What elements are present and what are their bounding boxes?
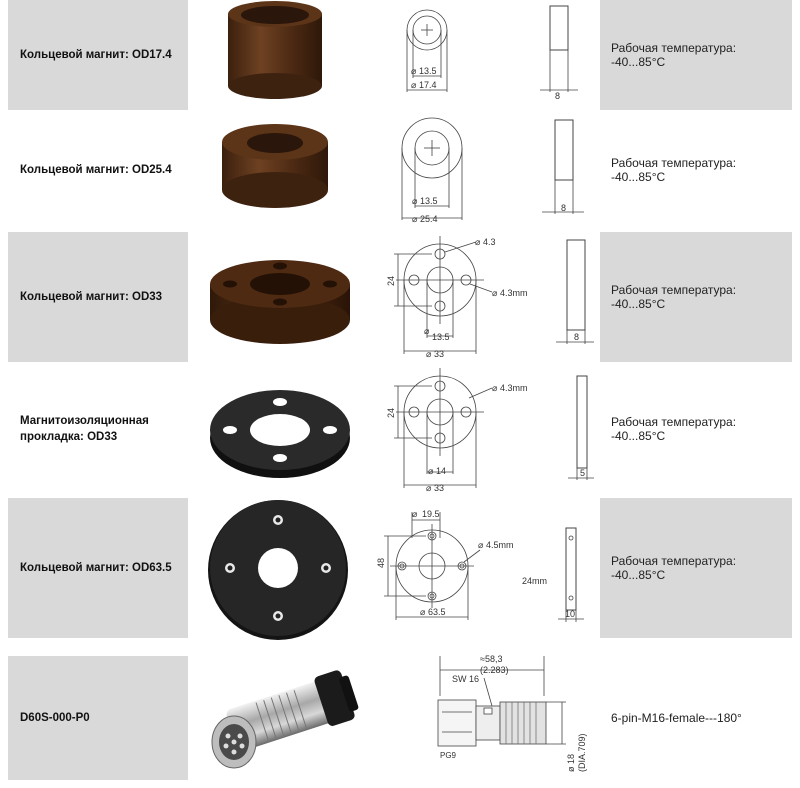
svg-text:19.5: 19.5 [422,509,440,519]
row-od33-spacer: Магнитоизоляционная прокладка: OD33 [0,364,800,494]
svg-text:8: 8 [555,91,560,101]
operating-temperature: Рабочая температура: -40...85°C [611,554,737,582]
svg-text:⌀: ⌀ [412,214,418,224]
ring-magnet-image [222,124,328,208]
product-name: Кольцевой магнит: OD17.4 [20,49,172,61]
operating-temperature: Рабочая температура: -40...85°C [611,415,737,443]
svg-text:⌀: ⌀ [424,326,430,336]
name-cell: Кольцевой магнит: OD25.4 [8,112,188,228]
svg-text:⌀: ⌀ [478,540,484,550]
product-photo [192,112,368,228]
ring-magnet-image [208,500,348,640]
ring-magnet-image [210,260,350,344]
svg-text:⌀: ⌀ [492,383,498,393]
svg-text:4.3: 4.3 [483,237,496,247]
dimension-drawing: ⌀19.5 ⌀4.5mm 48 ⌀63.5 24mm 10 [376,509,584,622]
dimension-drawing: ⌀13.5 ⌀25.4 8 [401,117,584,224]
svg-text:ø 18: ø 18 [566,754,576,772]
svg-text:33: 33 [434,349,444,359]
svg-text:8: 8 [561,203,566,213]
svg-text:4.5mm: 4.5mm [486,540,514,550]
product-name: Кольцевой магнит: OD63.5 [20,562,172,574]
name-cell: Кольцевой магнит: OD33 [8,232,188,362]
name-cell: D60S-000-P0 [8,656,188,780]
isolation-spacer-image [210,390,350,478]
svg-text:48: 48 [376,558,386,568]
name-cell: Магнитоизоляционная прокладка: OD33 [8,364,188,494]
operating-temperature: Рабочая температура: -40...85°C [611,156,737,184]
product-name: D60S-000-P0 [20,712,90,724]
product-photo [192,364,368,494]
product-photo [192,0,368,110]
operating-temperature: Рабочая температура: -40...85°C [611,283,737,311]
svg-text:33: 33 [434,483,444,493]
svg-text:63.5: 63.5 [428,607,446,617]
svg-text:10: 10 [565,609,575,619]
svg-text:⌀: ⌀ [412,196,418,206]
operating-temperature: Рабочая температура: -40...85°C [611,41,737,69]
svg-text:⌀: ⌀ [412,509,418,519]
dimension-drawing: ⌀4.3mm 24 ⌀14 ⌀33 5 [386,368,594,493]
technical-drawing: ⌀19.5 ⌀4.5mm 48 ⌀63.5 24mm 10 [372,498,596,638]
svg-text:25.4: 25.4 [420,214,438,224]
svg-text:4.3mm: 4.3mm [500,288,528,298]
technical-drawing: ⌀13.5 ⌀17.4 8 [372,0,596,110]
svg-text:13.5: 13.5 [420,196,438,206]
svg-text:(2.283): (2.283) [480,665,509,675]
svg-text:⌀: ⌀ [426,349,432,359]
svg-text:⌀: ⌀ [420,607,426,617]
name-cell: Кольцевой магнит: OD63.5 [8,498,188,638]
row-od17: Кольцевой магнит: OD17.4 [0,0,800,110]
technical-drawing: ≈58,3 (2.283) SW 16 PG9 ø 18 (DIA.709) [372,654,596,780]
product-photo [192,232,368,362]
svg-text:14: 14 [436,466,446,476]
connector-drawing: ≈58,3 (2.283) SW 16 PG9 ø 18 (DIA.709) [437,654,587,772]
svg-text:⌀: ⌀ [411,66,417,76]
svg-text:(DIA.709): (DIA.709) [577,733,587,772]
spec-cell: Рабочая температура: -40...85°C [600,232,792,362]
svg-text:24: 24 [386,408,396,418]
spec-cell: Рабочая температура: -40...85°C [600,364,792,494]
connector-spec: 6-pin-M16-female---180° [611,711,742,725]
product-name: Кольцевой магнит: OD33 [20,291,163,303]
svg-text:4.3mm: 4.3mm [500,383,528,393]
svg-text:5: 5 [580,468,585,478]
svg-text:⌀: ⌀ [428,466,434,476]
spec-cell: Рабочая температура: -40...85°C [600,0,792,110]
svg-text:24: 24 [386,276,396,286]
spec-cell: Рабочая температура: -40...85°C [600,112,792,228]
technical-drawing: ⌀13.5 ⌀25.4 8 [372,112,596,228]
svg-text:≈58,3: ≈58,3 [480,654,502,664]
ring-magnet-image [228,1,322,99]
connector-image [211,670,359,769]
product-name: Магнитоизоляционная прокладка: OD33 [20,415,149,443]
row-od33: Кольцевой магнит: OD33 [0,232,800,362]
product-photo [192,498,368,640]
technical-drawing: ⌀4.3mm 24 ⌀14 ⌀33 5 [372,364,596,494]
svg-text:⌀: ⌀ [492,288,498,298]
svg-text:PG9: PG9 [440,751,457,760]
svg-text:24mm: 24mm [522,576,547,586]
dimension-drawing: ⌀13.5 ⌀17.4 8 [406,5,578,101]
dimension-drawing: ⌀4.3 ⌀4.3mm 24 ⌀13.5 ⌀33 8 [386,236,594,359]
name-cell: Кольцевой магнит: OD17.4 [8,0,188,110]
svg-text:⌀: ⌀ [426,483,432,493]
row-od25: Кольцевой магнит: OD25.4 ⌀13.5 ⌀ [0,112,800,228]
svg-text:⌀: ⌀ [475,237,481,247]
technical-drawing: ⌀4.3 ⌀4.3mm 24 ⌀13.5 ⌀33 8 [372,232,596,362]
row-od63: Кольцевой магнит: OD63.5 [0,498,800,640]
spec-cell: Рабочая температура: -40...85°C [600,498,792,638]
svg-text:13.5: 13.5 [432,332,450,342]
svg-text:SW 16: SW 16 [452,674,479,684]
svg-text:8: 8 [574,332,579,342]
row-connector: D60S-000-P0 [0,654,800,780]
product-photo [192,656,368,780]
product-name: Кольцевой магнит: OD25.4 [20,164,172,176]
svg-text:17.4: 17.4 [419,80,437,90]
svg-text:13.5: 13.5 [419,66,437,76]
svg-text:⌀: ⌀ [411,80,417,90]
spec-cell: 6-pin-M16-female---180° [600,656,792,780]
